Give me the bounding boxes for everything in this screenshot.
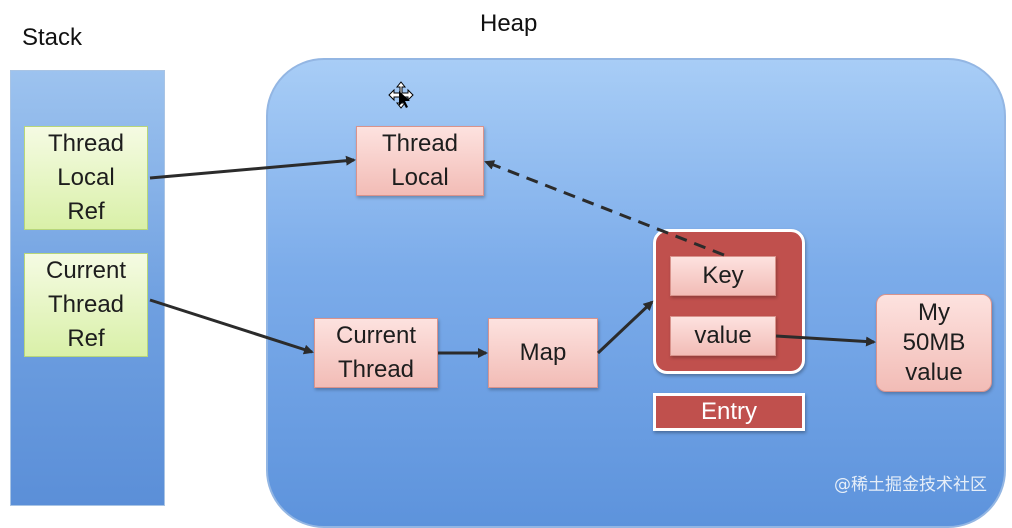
my-50mb-value-box: My 50MB value	[876, 294, 992, 392]
key-box: Key	[670, 256, 776, 296]
entry-label: Entry	[653, 393, 805, 431]
stack-title: Stack	[22, 24, 83, 51]
value-box: value	[670, 316, 776, 356]
current-thread-ref-box: Current Thread Ref	[24, 253, 148, 357]
map-box: Map	[488, 318, 598, 388]
thread-local-ref-box: Thread Local Ref	[24, 126, 148, 230]
watermark: @稀土掘金技术社区	[834, 475, 987, 495]
move-cursor-icon	[388, 81, 414, 109]
current-thread-box: Current Thread	[314, 318, 438, 388]
heap-title: Heap	[480, 10, 538, 37]
thread-local-box: Thread Local	[356, 126, 484, 196]
